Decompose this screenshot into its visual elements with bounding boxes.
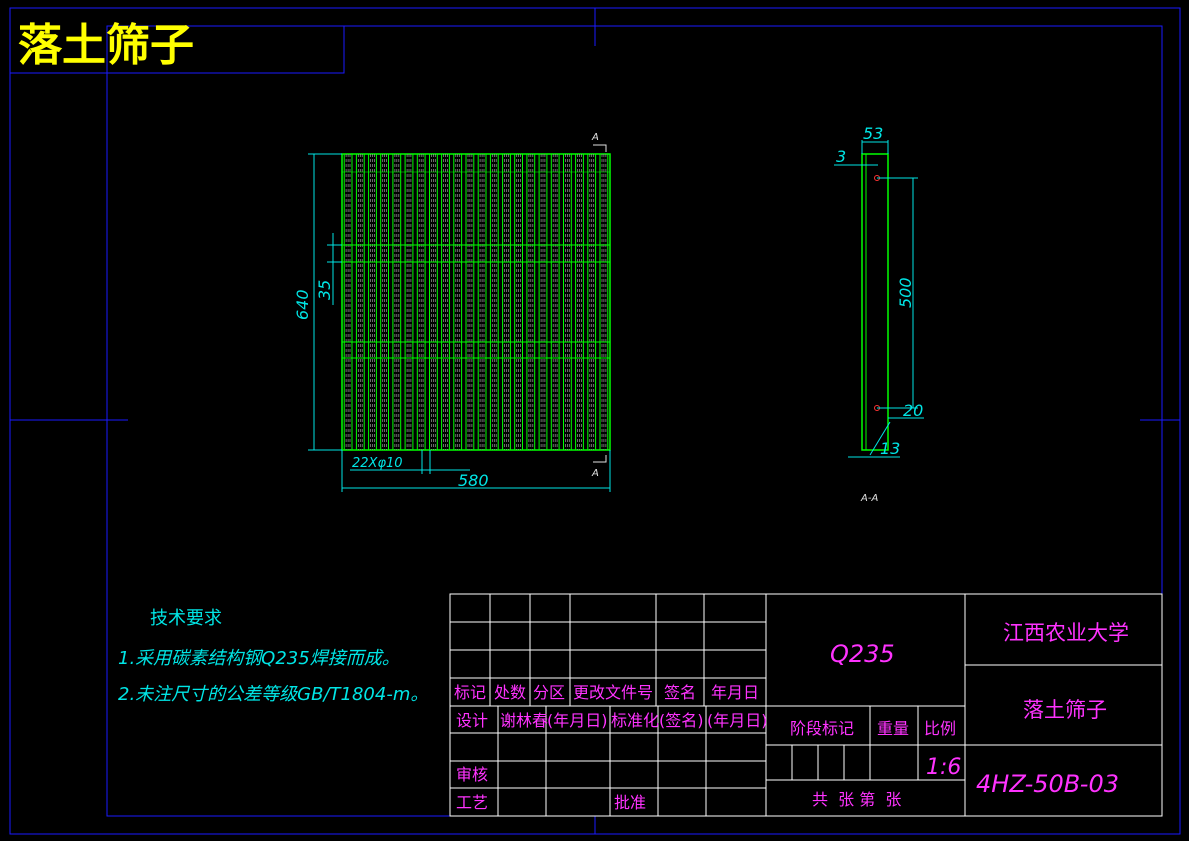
approve-label: 批准 — [614, 793, 646, 812]
sheets-label: 共 张 第 张 — [812, 790, 901, 809]
section-label: A-A — [860, 493, 878, 504]
title-block — [449, 593, 1163, 817]
dim-53-label: 53 — [863, 124, 883, 143]
dim-3-label: 3 — [836, 147, 846, 166]
design-row-3: 标准化 — [611, 711, 659, 730]
design-row-5: (年月日) — [707, 711, 768, 730]
material-value: Q235 — [830, 640, 895, 668]
header-label-2: 分区 — [533, 683, 565, 702]
header-label-1: 处数 — [494, 683, 526, 702]
scale-value: 1:6 — [926, 755, 961, 780]
side-outline — [861, 153, 889, 451]
ratio-label: 比例 — [924, 719, 956, 738]
tech-req-heading: 技术要求 — [150, 608, 222, 629]
dim-13-label: 13 — [880, 439, 900, 458]
dim-640-label: 640 — [293, 289, 312, 320]
review-label: 审核 — [456, 765, 488, 784]
design-row-1: 谢林春 — [500, 711, 548, 730]
dim-580-label: 580 — [458, 471, 489, 490]
front-view: 640 35 580 22Xφ10 A A — [293, 132, 611, 492]
dim-13-leader — [869, 421, 891, 456]
design-row-0: 设计 — [456, 711, 488, 730]
header-label-4: 签名 — [664, 683, 696, 702]
design-row-2: (年月日) — [547, 711, 608, 730]
section-arrow-top — [593, 144, 607, 152]
section-marker-bottom: A — [591, 468, 599, 479]
section-arrow-bottom — [593, 455, 607, 463]
dim-holes-label: 22Xφ10 — [352, 456, 403, 471]
design-row-4: (签名) — [659, 711, 704, 730]
title-box — [10, 26, 345, 74]
stage-label: 阶段标记 — [790, 719, 854, 738]
header-label-3: 更改文件号 — [573, 683, 653, 702]
drawing-number: 4HZ-50B-03 — [976, 770, 1119, 798]
screen-outline — [341, 153, 611, 451]
screen-slats — [343, 153, 609, 451]
header-label-5: 年月日 — [711, 683, 759, 702]
sheet-title: 落土筛子 — [18, 20, 194, 71]
dim-35-label: 35 — [315, 280, 334, 300]
weight-label: 重量 — [877, 719, 909, 738]
dim-20-label: 20 — [903, 401, 923, 420]
tech-req-item-1: 1.采用碳素结构钢Q235焊接而成。 — [118, 648, 400, 669]
technical-requirements: 技术要求 1.采用碳素结构钢Q235焊接而成。 2.未注尺寸的公差等级GB/T1… — [118, 608, 428, 705]
header-label-0: 标记 — [454, 683, 486, 702]
title-block-text: Q235 江西农业大学 落土筛子 4HZ-50B-03 1:6 标记 处数 分区… — [454, 621, 1129, 812]
section-marker-top: A — [591, 132, 599, 143]
university-name: 江西农业大学 — [1003, 621, 1129, 645]
part-name: 落土筛子 — [1023, 698, 1107, 722]
side-view: 53 3 500 20 13 A-A — [834, 124, 924, 504]
tech-req-item-2: 2.未注尺寸的公差等级GB/T1804-m。 — [118, 684, 428, 705]
title-block-outline — [449, 593, 1163, 817]
dim-500-label: 500 — [896, 277, 915, 308]
process-label: 工艺 — [456, 793, 488, 812]
